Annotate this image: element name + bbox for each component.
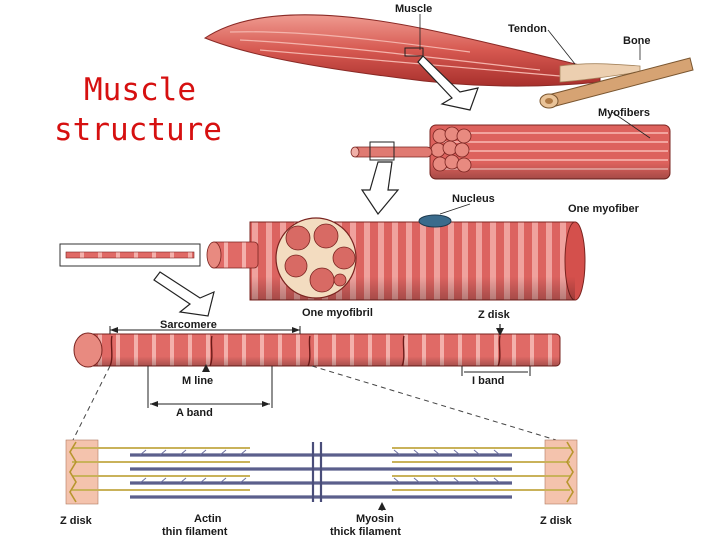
- myofibril-illustration: [73, 324, 561, 408]
- label-thick-filament: thick filament: [330, 526, 401, 538]
- label-a-band: A band: [176, 407, 213, 419]
- label-sarcomere: Sarcomere: [160, 319, 217, 331]
- label-muscle: Muscle: [395, 3, 432, 15]
- label-m-line: M line: [182, 375, 213, 387]
- muscle-zoom-box: [404, 47, 424, 57]
- myofiber-zoom-box: [369, 141, 395, 161]
- myofibers-illustration: [350, 124, 671, 180]
- label-thin-filament: thin filament: [162, 526, 228, 538]
- title-line-1: Muscle: [84, 72, 196, 108]
- zoom-arrow-2: [360, 161, 400, 216]
- z-disk-right-line: [566, 441, 574, 503]
- title-line-2: structure: [54, 112, 222, 148]
- actin-filaments: [72, 447, 570, 491]
- z-disk-left-line: [69, 441, 77, 503]
- sarcomere-detail: [65, 439, 578, 511]
- label-bone: Bone: [623, 35, 651, 47]
- muscle-illustration: [203, 14, 601, 87]
- zoom-arrow-3: [153, 271, 215, 317]
- zoom-arrow-1: [417, 55, 479, 111]
- label-one-myofiber: One myofiber: [568, 203, 640, 215]
- bone-illustration: [539, 57, 694, 109]
- nucleus-shape: [418, 214, 452, 228]
- label-z-disk-top: Z disk: [478, 309, 511, 321]
- label-myosin: Myosin: [356, 513, 394, 525]
- label-z-disk-right: Z disk: [540, 515, 573, 527]
- zoom-projection-lines: [71, 365, 557, 443]
- myofiber-illustration: [59, 214, 586, 301]
- label-i-band: I band: [472, 375, 504, 387]
- label-one-myofibril: One myofibril: [302, 307, 373, 319]
- label-nucleus: Nucleus: [452, 193, 495, 205]
- label-actin: Actin: [194, 513, 222, 525]
- label-tendon: Tendon: [508, 23, 547, 35]
- leader-lines: [419, 14, 651, 215]
- m-line-detail: [311, 442, 323, 502]
- label-z-disk-left: Z disk: [60, 515, 93, 527]
- label-myofibers: Myofibers: [598, 107, 650, 119]
